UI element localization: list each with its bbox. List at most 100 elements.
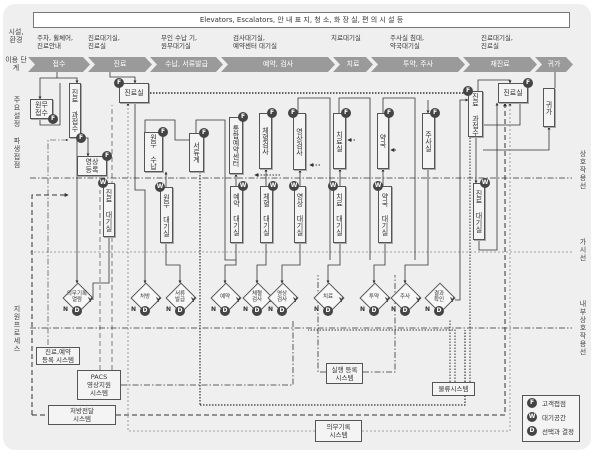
facility-note: 검사대기실, 예약센터 대기실: [233, 34, 277, 50]
yes-label: Y: [156, 297, 161, 304]
decision-diamond: 의무기록 열람: [63, 283, 91, 311]
touchpoint-badge-icon: F: [158, 127, 168, 137]
facilities-row-label: 시설, 환경: [8, 28, 24, 44]
yes-label: Y: [88, 297, 93, 304]
decision-badge-icon: D: [369, 306, 379, 316]
no-label: N: [425, 306, 431, 313]
no-label: N: [268, 306, 274, 313]
box-label: 영상 대기실: [296, 193, 304, 236]
process-box: 진료 대기실: [473, 183, 485, 240]
decision-badge-icon: D: [527, 426, 537, 436]
process-box: 통합예약센터: [229, 117, 243, 174]
flow-connector: [109, 72, 137, 84]
decision-badge-icon: D: [72, 306, 82, 316]
internal-interaction-line-label: 내부상호작용선: [579, 300, 587, 356]
box-label: 체혈 대기실: [262, 193, 271, 236]
box-label: 원무 수납: [149, 134, 158, 170]
decision-diamond: 서류 발급: [166, 283, 194, 311]
no-label: N: [63, 306, 69, 313]
flow-connector: [338, 97, 371, 260]
process-box: 약국 대기실: [378, 186, 392, 243]
decision-badge-icon: D: [400, 306, 410, 316]
decision-label: 주사: [399, 294, 411, 300]
flow-connector: [372, 243, 386, 284]
process-box: 체혈 대기실: [260, 186, 273, 243]
decision-diamond: 투약: [360, 283, 388, 311]
visibility-line-label: 가시선: [579, 238, 587, 262]
flow-connector: [326, 243, 341, 284]
decision-label: 서류 발급: [174, 291, 186, 303]
decision-badge-icon: D: [323, 306, 333, 316]
facility-note: 진료대기실, 진료실: [88, 34, 120, 50]
process-box: 체혈검사: [259, 113, 272, 169]
touchpoint-badge-icon: F: [341, 108, 351, 118]
facility-note: 진료대기실, 진료실: [481, 34, 513, 50]
yes-label: Y: [416, 297, 421, 304]
touchpoint-badge-icon: F: [430, 108, 440, 118]
process-box: 원무 접수: [30, 99, 53, 119]
decision-badge-icon: D: [277, 306, 287, 316]
process-box: 주사실: [422, 113, 435, 169]
decision-badge-icon: D: [434, 306, 444, 316]
facility-note: 주사실 침대, 약국대기실: [390, 34, 425, 50]
touchpoints-row-label: 주요설정 파생접점: [13, 96, 21, 169]
box-label: 원무 접수: [35, 101, 48, 117]
facility-note: 치료대기실: [331, 34, 361, 42]
decision-label: 처방: [139, 294, 151, 300]
flow-connector: [116, 102, 507, 416]
process-box: 치료 대기실: [333, 186, 346, 243]
box-label: 주사실: [424, 130, 433, 152]
interaction-line-label: 상호작용선: [579, 150, 587, 190]
stage-1: 진료: [88, 57, 152, 72]
flow-connector: [297, 97, 331, 260]
flow-connector: [36, 138, 69, 357]
yes-label: Y: [385, 297, 390, 304]
flow-connector: [382, 97, 416, 260]
flow-connector: [308, 329, 456, 382]
box-label: 영상검사: [295, 127, 304, 156]
waiting-badge-icon: W: [238, 181, 248, 191]
flow-connector: [92, 237, 110, 300]
touchpoint-badge-icon: F: [199, 128, 209, 138]
decision-badge-icon: D: [140, 306, 150, 316]
flow-connector: [121, 320, 294, 386]
decision-label: 치료: [322, 294, 334, 300]
box-label: 귀가: [545, 100, 553, 115]
flow-connector: [31, 193, 69, 415]
box-label: 원무 대기실: [162, 193, 171, 237]
process-box: 진료 과접수: [468, 91, 483, 137]
facility-note: 무인 수납 기, 원무대기실: [161, 34, 198, 50]
process-box: 약국: [377, 113, 389, 169]
flow-connector: [483, 103, 521, 126]
waiting-badge-icon: W: [98, 178, 108, 188]
box-label: 진료실: [124, 89, 144, 97]
no-label: N: [243, 306, 249, 313]
flow-connector: [403, 169, 429, 284]
decision-label: 예약: [219, 294, 231, 300]
touchpoint-badge-icon: F: [523, 78, 533, 88]
stages-row-label: 이용 단계: [5, 56, 27, 72]
box-label: 진료 대기실: [475, 190, 483, 233]
legend-label: 선택과 결정: [542, 428, 574, 436]
yes-label: Y: [293, 297, 298, 304]
support-system-box: 의무기록 시스템: [315, 420, 362, 442]
stage-5: 투약, 주사: [371, 57, 465, 72]
waiting-badge-icon: W: [289, 181, 299, 191]
box-label: 약국: [379, 134, 387, 148]
no-label: N: [166, 306, 172, 313]
support-row-label: 지원프로세스: [13, 305, 21, 353]
flow-connector: [223, 243, 237, 284]
touchpoint-badge-icon: F: [267, 108, 277, 118]
touchpoint-badge-icon: F: [114, 78, 124, 88]
decision-badge-icon: D: [252, 306, 262, 316]
legend-label: 고객접점: [542, 400, 566, 408]
touchpoint-badge-icon: F: [238, 112, 248, 122]
legend-item-decision: D 선택과 결정: [523, 424, 579, 438]
touchpoint-badge-icon: F: [102, 151, 112, 161]
box-label: 진료 대기실: [105, 188, 113, 232]
process-box: 진료 과접수: [69, 83, 81, 138]
no-label: N: [211, 306, 217, 313]
stage-0: 접수: [28, 57, 90, 72]
